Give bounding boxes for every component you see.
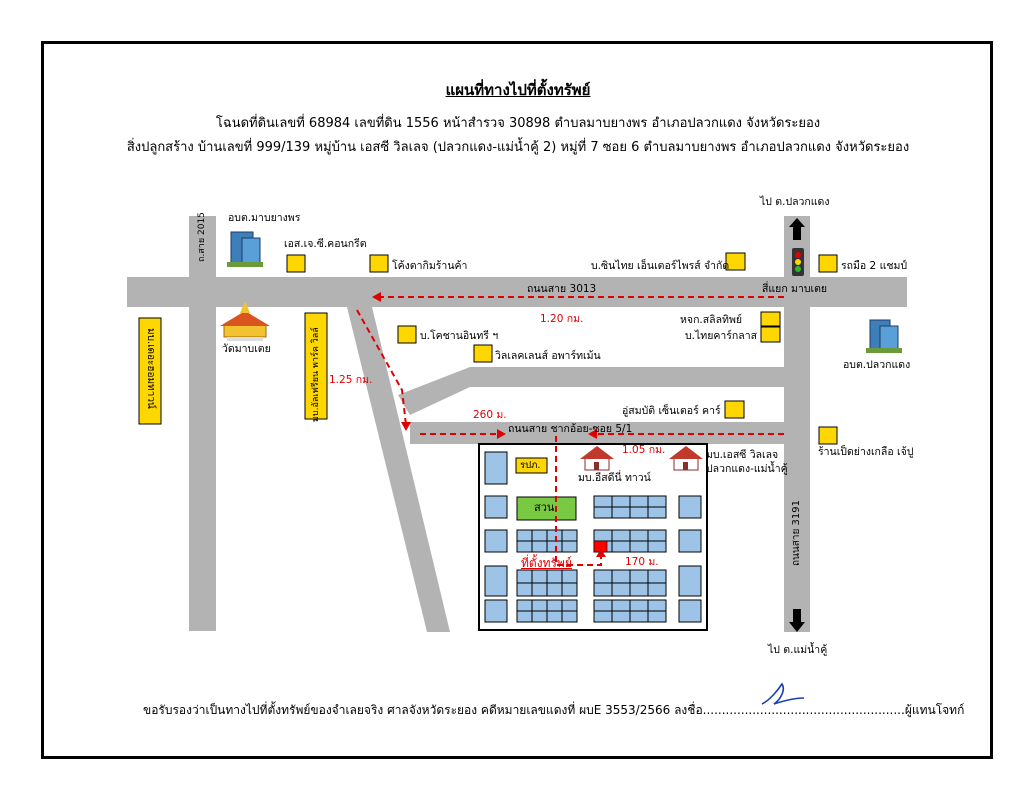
road-3013-label: ถนนสาย 3013 [527, 283, 597, 295]
sc-village-sub-label: ปลวกแดง-แม่น้ำคู้ [706, 463, 788, 475]
intersection-label: สี่แยก มาบเตย [762, 283, 828, 295]
sc-village-label: มบ.เอสซี วิลเลจ [706, 449, 779, 461]
signature-mark [761, 682, 805, 705]
arrow-north-icon [789, 218, 805, 240]
usombat-label: อู่สมบัติ เซ็นเตอร์ คาร์ [622, 405, 721, 417]
property-label: ที่ตั้งทรัพย์ [521, 556, 572, 570]
villa-lake-label: วิลเลคเลนส์ อพาร์ทเม้น [495, 350, 601, 362]
distance-4-label: 1.05 กม. [622, 444, 666, 456]
esdee-label: มบ.อีสดีนี่ ทาวน์ [578, 472, 651, 484]
to-north-label: ไป ต.ปลวกแดง [760, 196, 830, 208]
building-icon [866, 319, 902, 353]
traffic-light-icon [792, 248, 804, 276]
arrow-south-icon [789, 609, 805, 632]
duck-shop-label: ร้านเป็ดย่างเกลือ เจ้ปู [818, 446, 914, 458]
route-arrowheads [372, 292, 606, 557]
distance-3-label: 260 ม. [473, 409, 507, 421]
garden-plot [516, 496, 577, 521]
map-title: แผนที่ทางไปที่ตั้งทรัพย์ [445, 81, 591, 99]
thaicar-label: บ.ไทยคาร์กลาส [685, 330, 758, 342]
route-path [356, 296, 784, 566]
road-upper-branch [398, 367, 784, 415]
salilthip-label: หจก.สลิลทิพย์ [680, 314, 743, 326]
map-frame [41, 41, 993, 759]
distance-1-label: 1.20 กม. [540, 313, 584, 325]
road-3013 [127, 277, 907, 307]
to-south-label: ไป ต.แม่น้ำคู้ [768, 644, 828, 656]
house-plots [484, 451, 702, 623]
used-motorbike-label: รถมือ 2 แชมป์ [841, 260, 908, 272]
building-icon [227, 231, 263, 267]
village-park-label: มบ.อัลเฟรียน พาร์ค วิลล์ [311, 327, 321, 422]
building-address-line: สิ่งปลูกสร้าง บ้านเลขที่ 999/139 หมู่บ้า… [126, 140, 910, 155]
distance-2-label: 1.25 กม. [329, 374, 373, 386]
road-diagonal [347, 307, 450, 632]
road-3191-label: ถนนสาย 3191 [791, 500, 802, 566]
temple-icon [220, 301, 270, 341]
distance-5-label: 170 ม. [625, 556, 659, 568]
obt-mabyangphon-label: อบต.มาบยางพร [228, 212, 301, 224]
obt-pluakdaeng-label: อบต.ปลวกแดง [843, 359, 911, 371]
curve-shop-label: โค้งตากิมร้านค้า [392, 260, 468, 272]
sinthai-label: บ.ซินไทย เอ็นเตอร์ไพรส์ จำกัด [591, 260, 730, 272]
road-3191 [784, 216, 810, 632]
road-chak-label: ถนนสาย ชากอ้อย-ซอย 5/1 [508, 423, 633, 435]
roads [127, 216, 907, 632]
certification-footer: ขอรับรองว่าเป็นทางไปที่ตั้งทรัพย์ของจำเล… [143, 703, 965, 717]
village-boundary [478, 443, 708, 631]
sc-concrete-label: เอส.เจ.ซี.คอนกรีต [284, 238, 367, 250]
title-deed-line: โฉนดที่ดินเลขที่ 68984 เลขที่ดิน 1556 หน… [215, 116, 821, 131]
wat-label: วัดมาบเตย [222, 343, 271, 355]
house-icon [580, 446, 614, 471]
house-icon [669, 446, 703, 471]
road-2015-label: ถ.สาย 2015 [197, 212, 207, 262]
garden-label: สวน [534, 501, 555, 514]
khochan-label: บ.โคชานอินทรี ฯ [420, 330, 499, 342]
police-label: รปภ. [520, 460, 541, 471]
landmark-markers [138, 252, 838, 474]
village-left-label: มบ.เดอะฮอมทาวน์ [145, 328, 156, 409]
